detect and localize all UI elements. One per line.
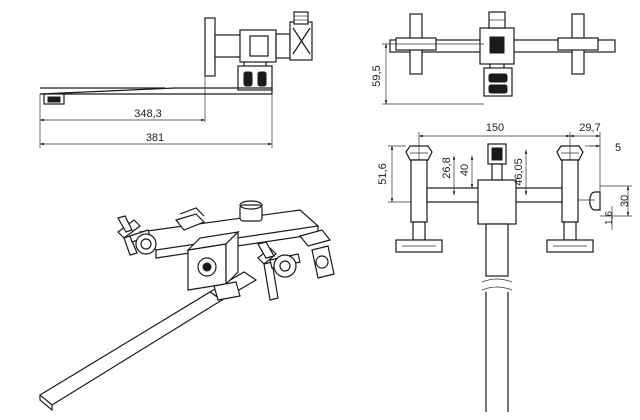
dim-top-height: 59,5 (371, 65, 383, 86)
iso-spout (38, 291, 224, 406)
right-stem (561, 159, 579, 223)
dim-40: 40 (459, 164, 471, 176)
dim-26-8: 26,8 (441, 157, 453, 178)
dim-right-offset: 29,7 (579, 122, 600, 134)
dim-30: 30 (619, 195, 631, 207)
iso-left-nut (174, 213, 206, 231)
side-spout (39, 87, 273, 95)
shower-outlet (589, 191, 601, 211)
isometric-view (38, 200, 335, 412)
iso-left-cross (117, 215, 157, 256)
dim-shower-offset: 5 (615, 142, 621, 154)
side-valve-neck (275, 33, 291, 59)
side-view (39, 11, 313, 148)
side-valve-cap (293, 11, 309, 25)
side-connector (214, 34, 244, 58)
center-body (477, 179, 517, 225)
dimension-view (388, 132, 632, 412)
dim-46-05: 46,05 (513, 158, 525, 186)
side-wall-flange (204, 17, 216, 77)
front-view (382, 11, 616, 105)
spout-pipe-top (485, 223, 509, 277)
front-right-handle-h (557, 37, 599, 51)
side-nut (237, 65, 273, 91)
dim-center-distance: 150 (486, 122, 504, 134)
side-body-window (249, 35, 269, 57)
spout-pipe (485, 292, 509, 412)
left-stem (410, 159, 428, 223)
iso-shower-outlet (311, 245, 335, 279)
iso-right-cross (257, 241, 301, 301)
iso-right-nut (298, 229, 332, 247)
dim-total-length: 381 (146, 132, 164, 144)
dim-1-6: 1,6 (604, 211, 615, 225)
dim-spout-length: 348,3 (134, 108, 162, 120)
dim-left-height: 51,6 (377, 163, 389, 184)
